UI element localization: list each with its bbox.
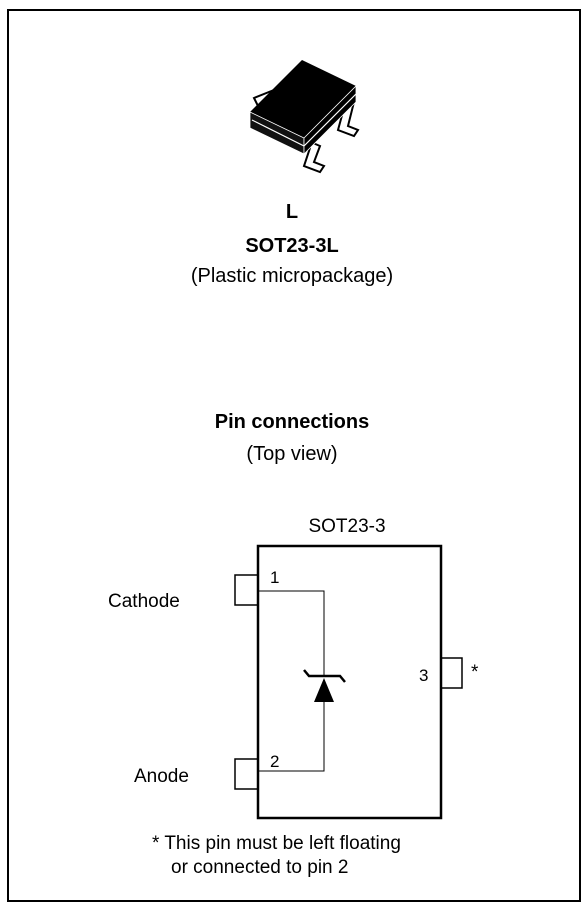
pinout-diagram: SOT23-3 1 2 3 Cathode Anode * [108, 516, 479, 820]
pin1-number: 1 [270, 568, 279, 587]
cathode-wire [258, 590, 325, 676]
package-lead-bottom [302, 138, 326, 174]
pin-connections-title: Pin connections [214, 411, 370, 433]
package-outline [256, 544, 443, 820]
package-name: SOT23-3L [245, 235, 339, 257]
pin1-label-cathode: Cathode [108, 591, 180, 612]
pin1-stub [234, 574, 258, 606]
package-body-top [250, 60, 356, 138]
pin2-number: 2 [270, 752, 279, 771]
pinout-package-name: SOT23-3 [308, 516, 385, 537]
pin3-note-line1: * This pin must be left floating [152, 833, 401, 854]
pin3-stub [441, 657, 463, 689]
pin3-label-asterisk: * [471, 662, 479, 683]
pin3-note-line2: or connected to pin 2 [171, 857, 349, 878]
package-suffix: L [285, 201, 299, 223]
figure-frame [7, 9, 581, 902]
pin3-number: 3 [419, 666, 428, 685]
zener-triangle [314, 678, 334, 702]
sot23-package-illustration [249, 60, 360, 174]
pin2-stub [234, 758, 258, 790]
pin-connections-subtitle: (Top view) [246, 443, 338, 465]
package-description: (Plastic micropackage) [190, 265, 394, 287]
anode-wire [258, 700, 325, 772]
zener-bar [303, 669, 346, 683]
pin2-label-anode: Anode [134, 766, 189, 787]
